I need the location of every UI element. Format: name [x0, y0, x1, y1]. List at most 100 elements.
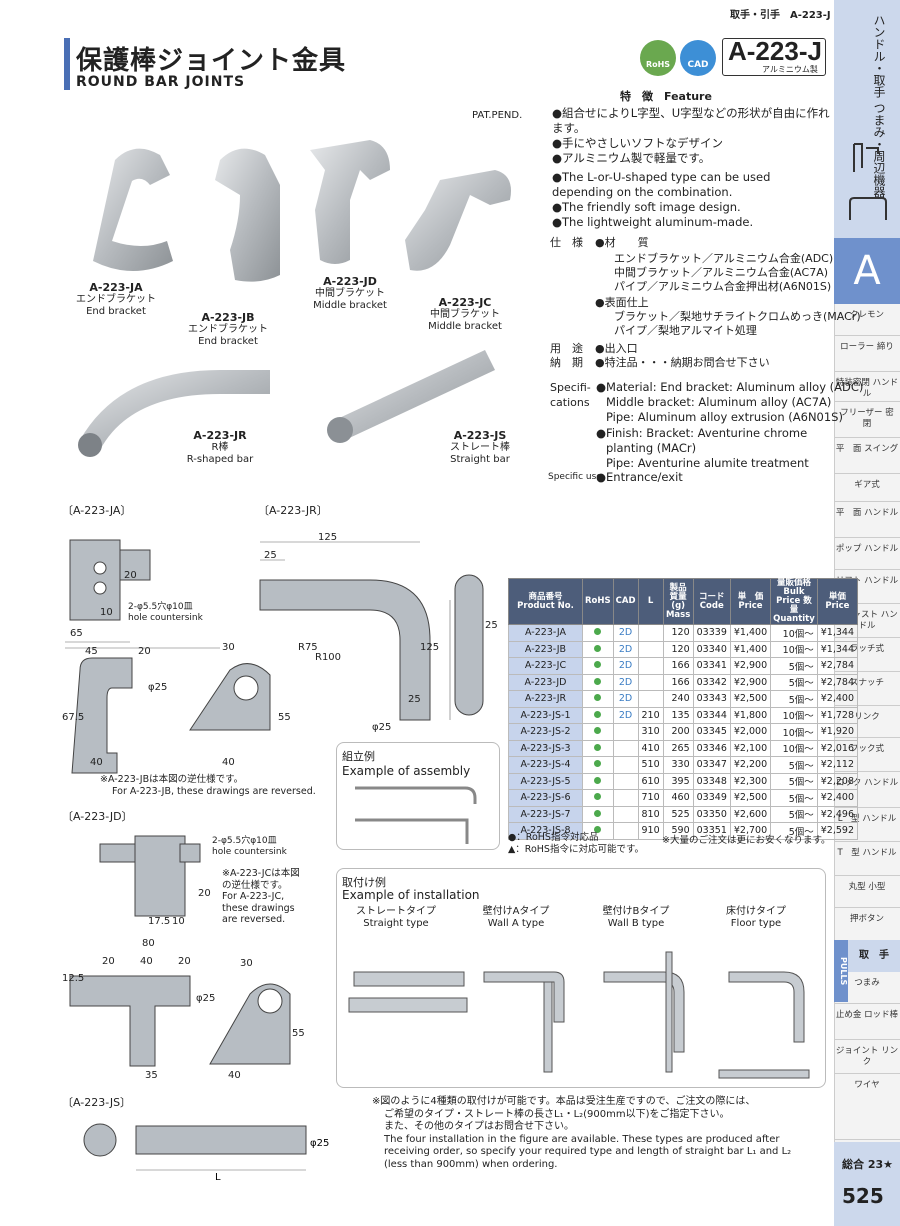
install-type-en: Floor type — [730, 918, 782, 929]
spec-en-use-label: Specific use — [548, 472, 602, 482]
sidebar-item[interactable]: 止め金 ロッド棒 — [834, 1004, 900, 1040]
bracket-ja-image — [93, 148, 173, 271]
rohs-dot-cell — [582, 640, 614, 658]
rohs-dot-cell — [582, 805, 614, 823]
feature-en-3: ●The lightweight aluminum-made. — [552, 215, 754, 229]
sidebar-item[interactable]: ジョイント リンク — [834, 1040, 900, 1074]
feature-en-1: ●The L-or-U-shaped type can be used depe… — [552, 170, 771, 199]
table-cell — [612, 805, 639, 823]
product-en: Middle bracket — [428, 321, 502, 332]
sidebar-item[interactable]: ラッチ式 — [834, 638, 900, 672]
jr-bar-view — [259, 579, 431, 721]
table-cell: ¥2,600 — [729, 805, 772, 823]
ja-hole-jp: 2-φ5.5穴φ10皿 — [128, 602, 193, 612]
table-cell: ¥2,900 — [729, 657, 772, 675]
sidebar-item[interactable]: 特装密閉 ハンドル — [834, 372, 900, 402]
spec-en-lines: ●Material: End bracket: Aluminum alloy (… — [596, 380, 863, 471]
table-cell: 310 — [637, 723, 664, 741]
pat-pend: PAT.PEND. — [472, 110, 523, 121]
table-cell — [612, 739, 639, 757]
dim-jd: 80 — [142, 938, 155, 949]
sidebar-item[interactable]: リフト ハンドル — [834, 570, 900, 604]
bar-jr-image — [78, 370, 270, 457]
legend-rohs: ●：RoHS指令対応品 — [508, 832, 599, 843]
table-cell: 120 — [662, 624, 694, 642]
table-cell: ¥2,016 — [816, 739, 859, 757]
table-cell: ¥2,700 — [729, 822, 772, 840]
jr-side-view — [454, 574, 484, 716]
install-type-jp: 壁付けBタイプ — [602, 906, 670, 917]
rohs-dot-icon — [594, 644, 602, 652]
table-cell: 166 — [662, 673, 694, 691]
sidebar-item[interactable]: ポップ ハンドル — [834, 538, 900, 570]
spec-delivery: ●特注品・・・納期お問合せ下さい — [595, 356, 770, 369]
jd-side-view — [69, 975, 191, 1067]
installation-diagrams — [348, 951, 810, 1079]
sidebar-item[interactable]: クレモン — [834, 304, 900, 336]
product-code: A-223-JC — [438, 296, 492, 309]
th-bulk-price: 単価 Price — [816, 578, 859, 625]
table-cell: 525 — [662, 805, 694, 823]
product-en: End bracket — [198, 336, 258, 347]
jc-note: ※A-223-JCは本図の逆仕様です。 For A-223-JC, these … — [222, 868, 300, 925]
table-cell: ¥2,100 — [729, 739, 772, 757]
rohs-dot-icon — [594, 677, 602, 685]
sidebar-item[interactable]: ローラー 締り — [834, 336, 900, 372]
rohs-dot-icon — [594, 743, 602, 751]
table-cell: 03348 — [692, 772, 731, 790]
sidebar-item[interactable]: つまみ — [834, 972, 900, 1004]
table-cell: ¥1,800 — [729, 706, 772, 724]
sidebar-item[interactable]: アジャスト ハンドル — [834, 604, 900, 638]
sidebar-item[interactable]: スナッチ — [834, 672, 900, 706]
product-code: A-223-JA — [89, 281, 143, 294]
table-cell: 5個〜 — [770, 805, 818, 823]
sidebar-item[interactable]: 平 面 ハンドル — [834, 502, 900, 538]
sidebar-item[interactable]: 丸型 小型 — [834, 876, 900, 908]
table-cell: 03344 — [692, 706, 731, 724]
table-cell — [637, 673, 664, 691]
jd-hole-en: hole countersink — [212, 847, 287, 857]
table-cell: ¥2,500 — [729, 789, 772, 807]
installation-title-en: Example of installation — [342, 888, 480, 902]
product-code: A-223-JD — [323, 275, 377, 288]
ja-boss — [119, 549, 151, 581]
bracket-jd-image — [310, 140, 390, 264]
sidebar-pulls-tab[interactable]: PULLS — [834, 940, 848, 1002]
sidebar-item[interactable]: 平 面 スイング — [834, 438, 900, 474]
table-cell: 2D — [612, 706, 639, 724]
table-cell: ¥2,784 — [816, 657, 859, 675]
table-cell: 810 — [637, 805, 664, 823]
feature-jp-2: ●手にやさしいソフトなデザイン — [552, 136, 724, 150]
spec-use-label: 用 途 — [550, 342, 583, 355]
sidebar-item[interactable]: ギア式 — [834, 474, 900, 502]
sidebar-item[interactable]: フック式 — [834, 738, 900, 772]
sidebar-page-box — [834, 1142, 900, 1226]
dim-jd: 10 — [172, 916, 185, 927]
table-cell: 410 — [637, 739, 664, 757]
th-price: 単 価 Price — [729, 578, 772, 625]
dim-ja: 40 — [222, 757, 235, 768]
table-cell: 03346 — [692, 739, 731, 757]
sidebar-item[interactable]: フリーザー 密 閉 — [834, 402, 900, 438]
sidebar-item-active[interactable]: 取 手 — [848, 940, 900, 972]
rohs-dot-cell — [582, 657, 614, 675]
dim-ja: 30 — [222, 642, 235, 653]
table-cell — [612, 756, 639, 774]
sidebar-item[interactable]: L 型 ハンドル — [834, 808, 900, 842]
feature-en-2: ●The friendly soft image design. — [552, 200, 741, 214]
page-number: 525 — [842, 1184, 884, 1208]
table-cell: ¥2,900 — [729, 673, 772, 691]
sidebar-item[interactable]: ロック ハンドル — [834, 772, 900, 808]
sidebar-item[interactable]: T 型 ハンドル — [834, 842, 900, 876]
product-jp: ストレート棒 — [450, 442, 510, 453]
table-cell: A-223-JS-4 — [508, 756, 583, 774]
sidebar-item[interactable]: リンク — [834, 706, 900, 738]
table-cell — [637, 657, 664, 675]
table-cell: ¥1,400 — [729, 624, 772, 642]
sidebar-item[interactable]: ワイヤ — [834, 1074, 900, 1140]
handle-icon — [849, 143, 887, 220]
